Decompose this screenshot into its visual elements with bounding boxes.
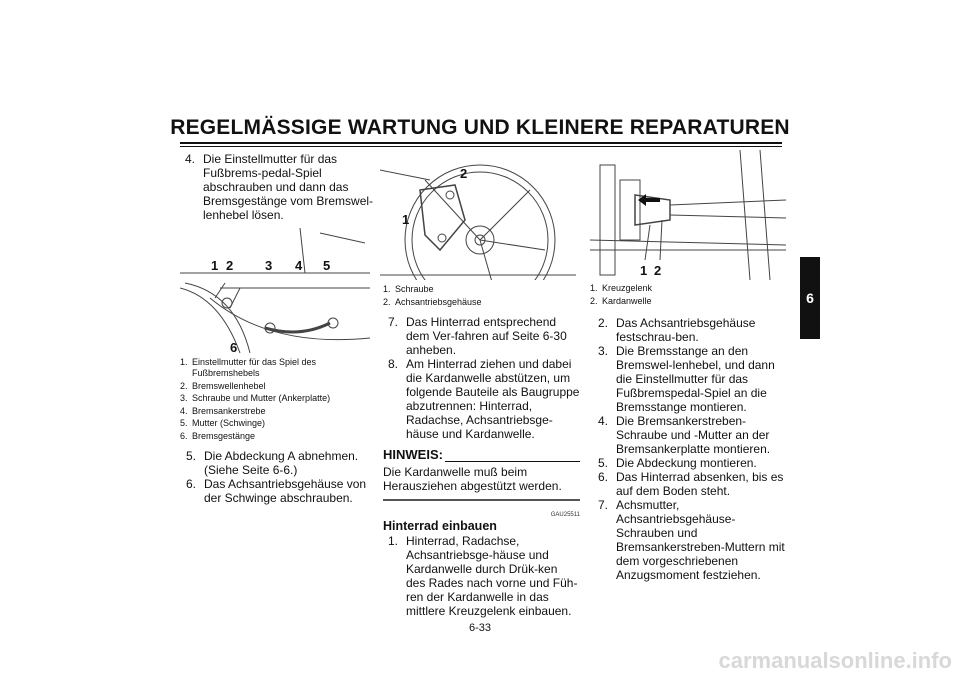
note-rule [383, 499, 580, 501]
title-rule [180, 142, 782, 144]
title-rule-thin [180, 146, 782, 147]
left-column: 4. Die Einstellmutter für das Fußbrems-pe… [180, 152, 380, 505]
callout-4: 4 [295, 258, 303, 273]
callout-2: 2 [654, 263, 661, 278]
right-steps: 2.Das Achsantriebsgehäuse festschrau-ben… [590, 316, 790, 582]
drive-shaft-figure: 1 2 [590, 150, 786, 280]
callout-2: 2 [460, 166, 467, 181]
step-number: 4. [185, 152, 196, 166]
step-item: 5.Die Abdeckung A abnehmen. (Siehe Seite… [186, 449, 359, 477]
caption-item: 1.Einstellmutter für das Spiel des Fußbr… [180, 357, 317, 378]
step-text: Die Einstellmutter für das Fußbrems-peda… [203, 152, 374, 222]
note-title: HINWEIS: [383, 447, 443, 462]
callout-1: 1 [211, 258, 218, 273]
watermark: carmanualsonline.info [718, 648, 953, 673]
step-item: 4.Die Bremsankerstreben-Schraube und -Mu… [598, 414, 771, 456]
page-number: 6-33 [468, 622, 492, 634]
caption-item: 6.Bremsgestänge [180, 430, 256, 441]
caption-item: 2.Kardanwelle [590, 295, 652, 306]
callout-2: 2 [226, 258, 233, 273]
callout-1: 1 [640, 263, 647, 278]
note-heading-line [444, 451, 580, 462]
step-item: 5.Die Abdeckung montieren. [598, 456, 757, 470]
left-figure-captions: 1.Einstellmutter für das Spiel des Fußbr… [180, 357, 380, 443]
callout-5: 5 [323, 258, 330, 273]
note-text: Die Kardanwelle muß beim Herausziehen ab… [383, 465, 562, 493]
middle-steps: 7.Das Hinterrad entsprechend dem Ver-fah… [380, 315, 580, 441]
callout-6: 6 [230, 340, 237, 353]
caption-item: 2.Bremswellenhebel [180, 380, 266, 391]
left-steps: 5.Die Abdeckung A abnehmen. (Siehe Seite… [180, 449, 380, 505]
caption-item: 5.Mutter (Schwinge) [180, 418, 266, 428]
callout-1: 1 [402, 212, 409, 227]
section-code: GAU25511 [550, 512, 580, 518]
chapter-tab: 6 [800, 257, 820, 339]
caption-item: 4.Bremsankerstrebe [180, 405, 266, 416]
step-item: 6.Das Hinterrad absenken, bis es auf dem… [598, 470, 784, 498]
callout-3: 3 [265, 258, 272, 273]
step-item: 1.Hinterrad, Radachse, Achsantriebsge-hä… [388, 534, 578, 618]
install-steps: 1.Hinterrad, Radachse, Achsantriebsge-hä… [380, 534, 580, 618]
step-item: 8.Am Hinterrad ziehen und dabei die Kard… [388, 357, 580, 441]
arrow-icon [638, 194, 660, 206]
figure-callouts: 1 2 3 4 5 6 [211, 258, 330, 353]
caption-item: 2.Achsantriebsgehäuse [383, 296, 482, 307]
middle-column: 2 1 1.Schraube 2.Achsantriebsgehäuse 7.D… [380, 150, 580, 635]
step-item: 7.Achsmutter, Achsantriebsgehäuse-Schrau… [598, 498, 785, 582]
right-column: 1 2 1.Kreuzgelenk 2.Kardanwelle 2.Das Ac… [590, 150, 790, 582]
left-step-4: 4. Die Einstellmutter für das Fußbrems-pe… [180, 152, 380, 222]
step-item: 7.Das Hinterrad entsprechend dem Ver-fah… [388, 315, 567, 357]
section-title: Hinterrad einbauen [383, 519, 497, 533]
note-heading: HINWEIS: [380, 447, 580, 462]
step-item: 6.Das Achsantriebsgehäuse von der Schwin… [186, 477, 367, 505]
step-item: 3.Die Bremsstange an den Bremswel-lenheb… [598, 344, 775, 414]
step-item: 2.Das Achsantriebsgehäuse festschrau-ben… [598, 316, 756, 344]
middle-figure-captions: 1.Schraube 2.Achsantriebsgehäuse [380, 284, 580, 309]
right-figure-captions: 1.Kreuzgelenk 2.Kardanwelle [590, 283, 790, 308]
axle-housing-figure: 2 1 [380, 150, 576, 280]
caption-item: 1.Schraube [383, 284, 434, 294]
caption-item: 3.Schraube und Mutter (Ankerplatte) [180, 393, 331, 403]
page-title: REGELMÄSSIGE WARTUNG UND KLEINERE REPARA… [170, 116, 790, 139]
caption-item: 1.Kreuzgelenk [590, 283, 653, 293]
brake-linkage-figure: 1 2 3 4 5 6 [180, 228, 370, 353]
